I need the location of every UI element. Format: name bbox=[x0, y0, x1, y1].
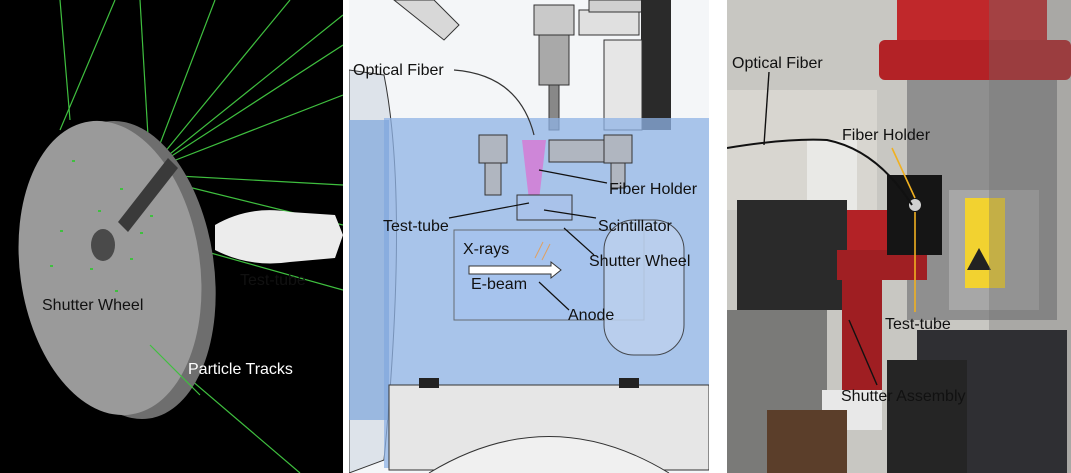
e-beam-label: E-beam bbox=[471, 276, 527, 294]
cad-panel: Optical Fiber Fiber Holder Test-tube Sci… bbox=[349, 0, 709, 473]
anode-label: Anode bbox=[568, 307, 614, 325]
optical-fiber-label: Optical Fiber bbox=[732, 55, 823, 73]
test-tube-label: Test-tube bbox=[240, 272, 306, 290]
particle-tracks-label: Particle Tracks bbox=[188, 361, 293, 379]
shutter-assembly-label: Shutter Assembly bbox=[841, 388, 966, 406]
fiber-holder-label: Fiber Holder bbox=[842, 127, 930, 145]
simulation-render bbox=[0, 0, 343, 473]
shutter-wheel-label: Shutter Wheel bbox=[42, 297, 143, 315]
fiber-holder-label: Fiber Holder bbox=[609, 181, 697, 199]
wheel-hole bbox=[91, 229, 115, 261]
test-tube-label: Test-tube bbox=[383, 218, 449, 236]
test-tube-shape bbox=[215, 210, 343, 263]
photo-panel: Optical Fiber Fiber Holder Test-tube Shu… bbox=[727, 0, 1071, 473]
simulation-panel: Test-tube Shutter Wheel Particle Tracks bbox=[0, 0, 343, 473]
optical-fiber-label: Optical Fiber bbox=[353, 62, 444, 80]
x-rays-label: X-rays bbox=[463, 241, 509, 259]
test-tube-label: Test-tube bbox=[885, 316, 951, 334]
shutter-wheel-label: Shutter Wheel bbox=[589, 253, 690, 271]
scintillator-label: Scintillator bbox=[598, 218, 672, 236]
